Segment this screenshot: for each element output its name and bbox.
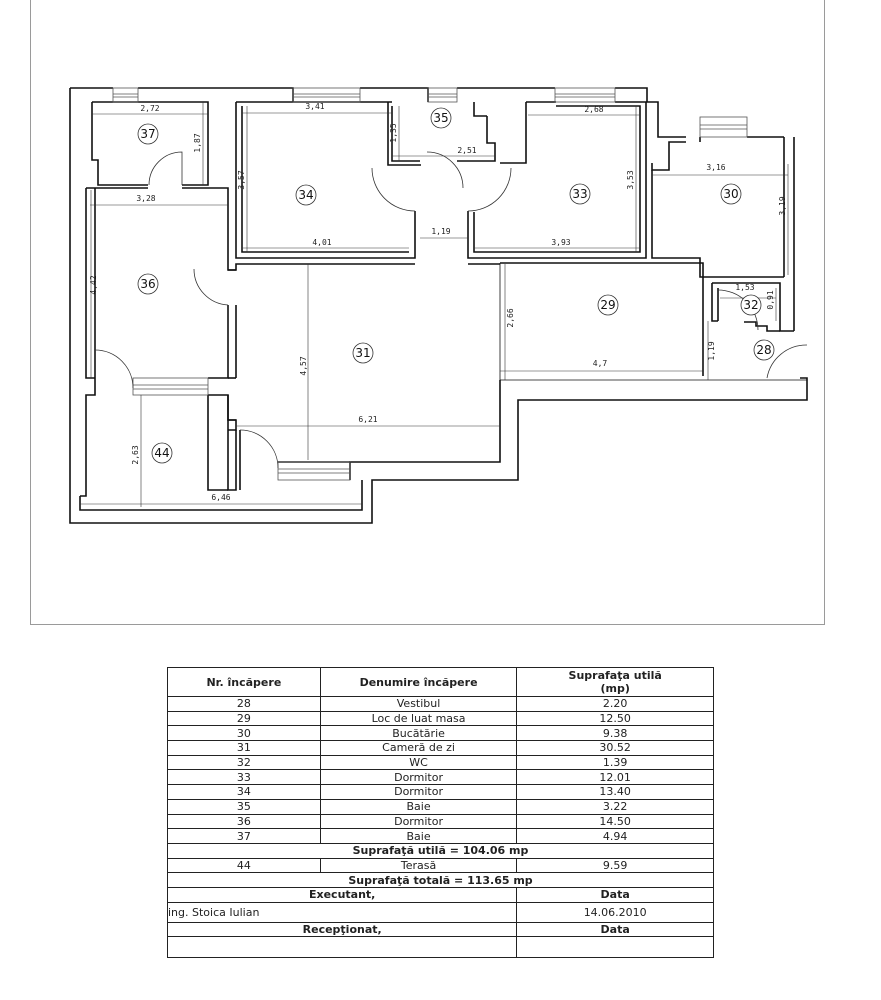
windows (112, 87, 748, 481)
svg-text:3,41: 3,41 (305, 102, 324, 111)
room-marker-32: 32 (740, 294, 762, 316)
svg-text:1,53: 1,53 (735, 283, 754, 292)
svg-text:1,19: 1,19 (431, 227, 450, 236)
svg-text:6,46: 6,46 (211, 493, 230, 502)
room-marker-30: 30 (720, 183, 742, 205)
svg-text:32: 32 (743, 298, 758, 312)
room-marker-28: 28 (753, 339, 775, 361)
header-room-name: Denumire încăpere (319, 667, 518, 697)
header-room-number: Nr. încăpere (167, 667, 321, 697)
svg-text:4,7: 4,7 (593, 359, 608, 368)
table-header-row: Nr. încăpere Denumire încăpere Suprafaţa… (167, 667, 714, 697)
door-swings (94, 151, 808, 469)
svg-text:1,35: 1,35 (389, 123, 398, 142)
svg-text:33: 33 (572, 187, 587, 201)
room-marker-44: 44 (151, 442, 173, 464)
svg-text:30: 30 (723, 187, 738, 201)
svg-text:2,72: 2,72 (140, 104, 159, 113)
room-marker-29: 29 (597, 294, 619, 316)
svg-text:36: 36 (140, 277, 155, 291)
floor-plan-frame (30, 0, 825, 625)
room-marker-36: 36 (137, 273, 159, 295)
room-marker-37: 37 (137, 123, 159, 145)
svg-text:29: 29 (600, 298, 615, 312)
received-row (166, 936, 714, 959)
floor-plan: 2,72 1,87 3,41 3,57 4,01 1,35 2,51 2,68 … (69, 87, 808, 524)
room-markers: 37 34 35 33 30 36 29 32 31 28 44 (137, 107, 775, 464)
room-marker-35: 35 (430, 107, 452, 129)
svg-text:34: 34 (298, 188, 313, 202)
svg-text:4,57: 4,57 (299, 356, 308, 375)
walls (69, 87, 808, 524)
svg-text:1,87: 1,87 (193, 133, 202, 152)
svg-text:28: 28 (756, 343, 771, 357)
header-room-area: Suprafaţa utilă(mp) (516, 667, 714, 697)
svg-text:3,28: 3,28 (136, 194, 155, 203)
svg-text:37: 37 (140, 127, 155, 141)
svg-text:2,51: 2,51 (457, 146, 476, 155)
room-marker-31: 31 (352, 342, 374, 364)
svg-text:31: 31 (355, 346, 370, 360)
room-area-table: Nr. încăpere Denumire încăpere Suprafaţa… (166, 667, 714, 959)
room-marker-33: 33 (569, 183, 591, 205)
grand-total-row: Suprafaţă totală = 113.65 mp (167, 872, 714, 888)
executant-header-row: Executant,Data (166, 886, 714, 903)
svg-text:3,16: 3,16 (706, 163, 725, 172)
svg-text:3,57: 3,57 (237, 170, 246, 189)
svg-text:35: 35 (433, 111, 448, 125)
svg-text:4,42: 4,42 (89, 275, 98, 294)
svg-text:44: 44 (154, 446, 169, 460)
useful-area-total-row: Suprafaţă utilă = 104.06 mp (167, 842, 714, 859)
dimension-lines (80, 102, 789, 507)
room-marker-34: 34 (295, 184, 317, 206)
svg-text:3,19: 3,19 (778, 196, 787, 215)
svg-text:2,63: 2,63 (131, 445, 140, 464)
dimension-labels: 2,72 1,87 3,41 3,57 4,01 1,35 2,51 2,68 … (89, 102, 787, 502)
svg-text:2,68: 2,68 (584, 105, 603, 114)
svg-text:6,21: 6,21 (358, 415, 377, 424)
svg-text:1,19: 1,19 (707, 341, 716, 360)
svg-text:3,53: 3,53 (626, 170, 635, 189)
svg-text:2,66: 2,66 (506, 308, 515, 327)
svg-text:3,93: 3,93 (551, 238, 570, 247)
received-header-row: Recepţionat,Data (166, 921, 714, 938)
svg-text:0,91: 0,91 (766, 290, 775, 309)
svg-text:4,01: 4,01 (312, 238, 331, 247)
